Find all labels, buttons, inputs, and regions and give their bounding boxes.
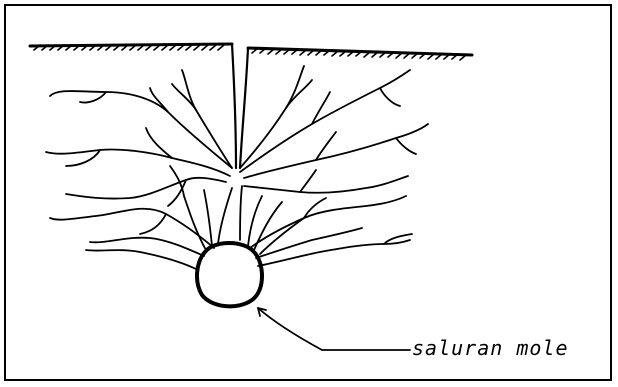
cracks-right xyxy=(240,66,428,266)
ground-surface-left xyxy=(30,44,232,50)
leader-line xyxy=(258,308,410,350)
mole-channel xyxy=(197,243,262,306)
cracks-left xyxy=(46,70,232,270)
leg-slot xyxy=(232,44,248,168)
ground-surface-right xyxy=(248,48,472,60)
mole-channel-label: saluran mole xyxy=(412,336,569,360)
